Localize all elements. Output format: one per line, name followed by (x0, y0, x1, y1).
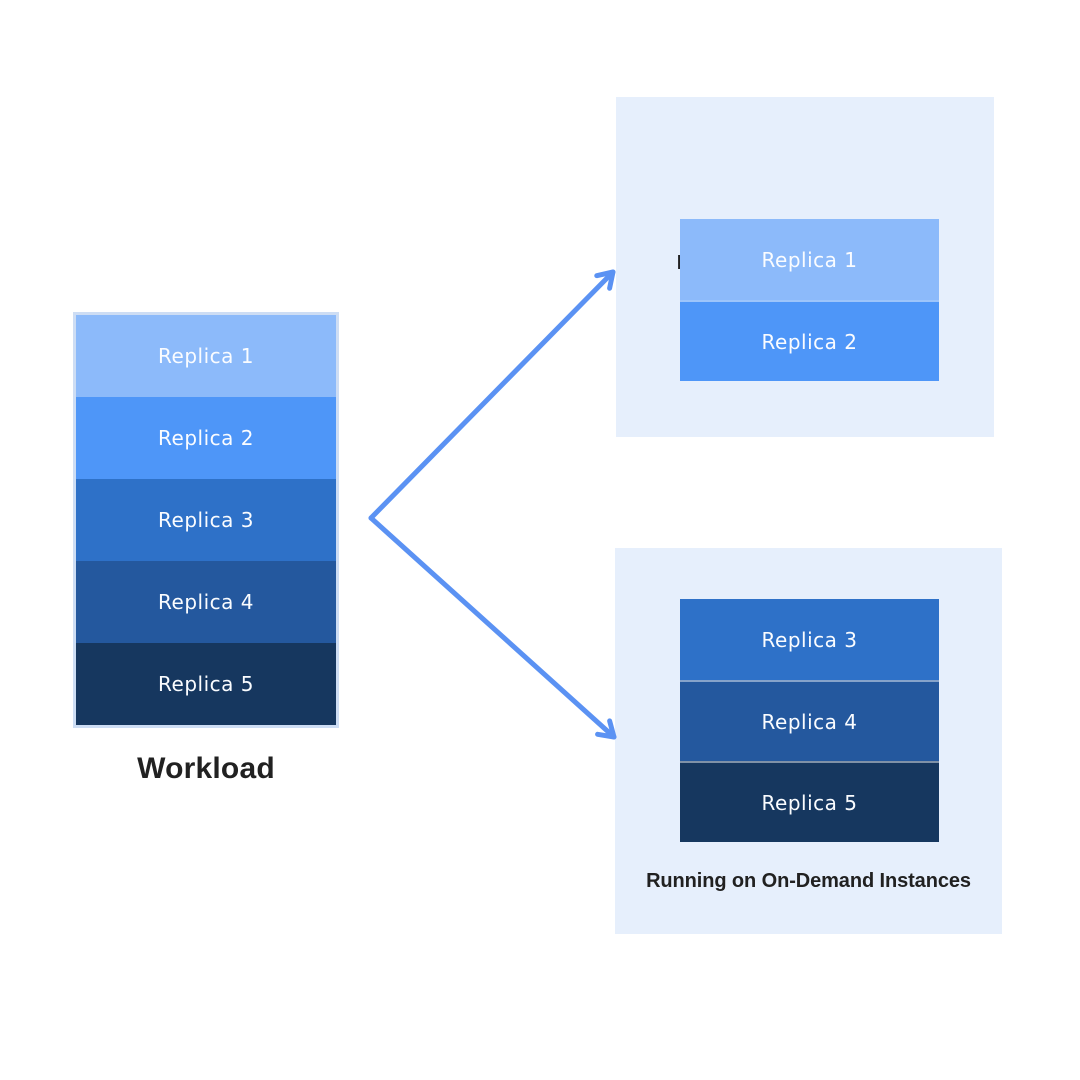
workload-title: Workload (137, 752, 275, 785)
replica-label: Replica 5 (158, 672, 254, 696)
replica-label: Replica 3 (158, 508, 254, 532)
on-demand-replica-5: Replica 5 (680, 761, 939, 842)
arrow-to-spot-icon (368, 269, 616, 521)
replica-label: Replica 3 (761, 627, 858, 652)
workload-replica-3: Replica 3 (76, 479, 336, 561)
on-demand-replica-stack: Replica 3 Replica 4 Replica 5 (680, 599, 939, 842)
on-demand-replica-3: Replica 3 (680, 599, 939, 680)
replica-label: Replica 1 (158, 344, 254, 368)
workload-replica-4: Replica 4 (76, 561, 336, 643)
replica-label: Replica 1 (761, 247, 858, 272)
replica-label: Replica 2 (761, 329, 858, 354)
on-demand-replica-4: Replica 4 (680, 680, 939, 761)
spot-instances-panel: Running on Spot Instances Replica 1 Repl… (616, 97, 994, 437)
replica-label: Replica 5 (761, 790, 858, 815)
spot-replica-stack: Replica 1 Replica 2 (680, 219, 939, 381)
workload-replica-2: Replica 2 (76, 397, 336, 479)
workload-replica-1: Replica 1 (76, 315, 336, 397)
on-demand-instances-panel: Replica 3 Replica 4 Replica 5 Running on… (615, 548, 1002, 934)
spot-replica-1: Replica 1 (680, 219, 939, 300)
replica-label: Replica 4 (761, 709, 858, 734)
replica-label: Replica 4 (158, 590, 254, 614)
on-demand-panel-title: Running on On-Demand Instances (646, 870, 971, 892)
replica-label: Replica 2 (158, 426, 254, 450)
workload-stack: Replica 1 Replica 2 Replica 3 Replica 4 … (73, 312, 339, 728)
spot-replica-2: Replica 2 (680, 300, 939, 381)
arrow-to-on-demand-icon (368, 515, 617, 740)
workload-replica-5: Replica 5 (76, 643, 336, 725)
